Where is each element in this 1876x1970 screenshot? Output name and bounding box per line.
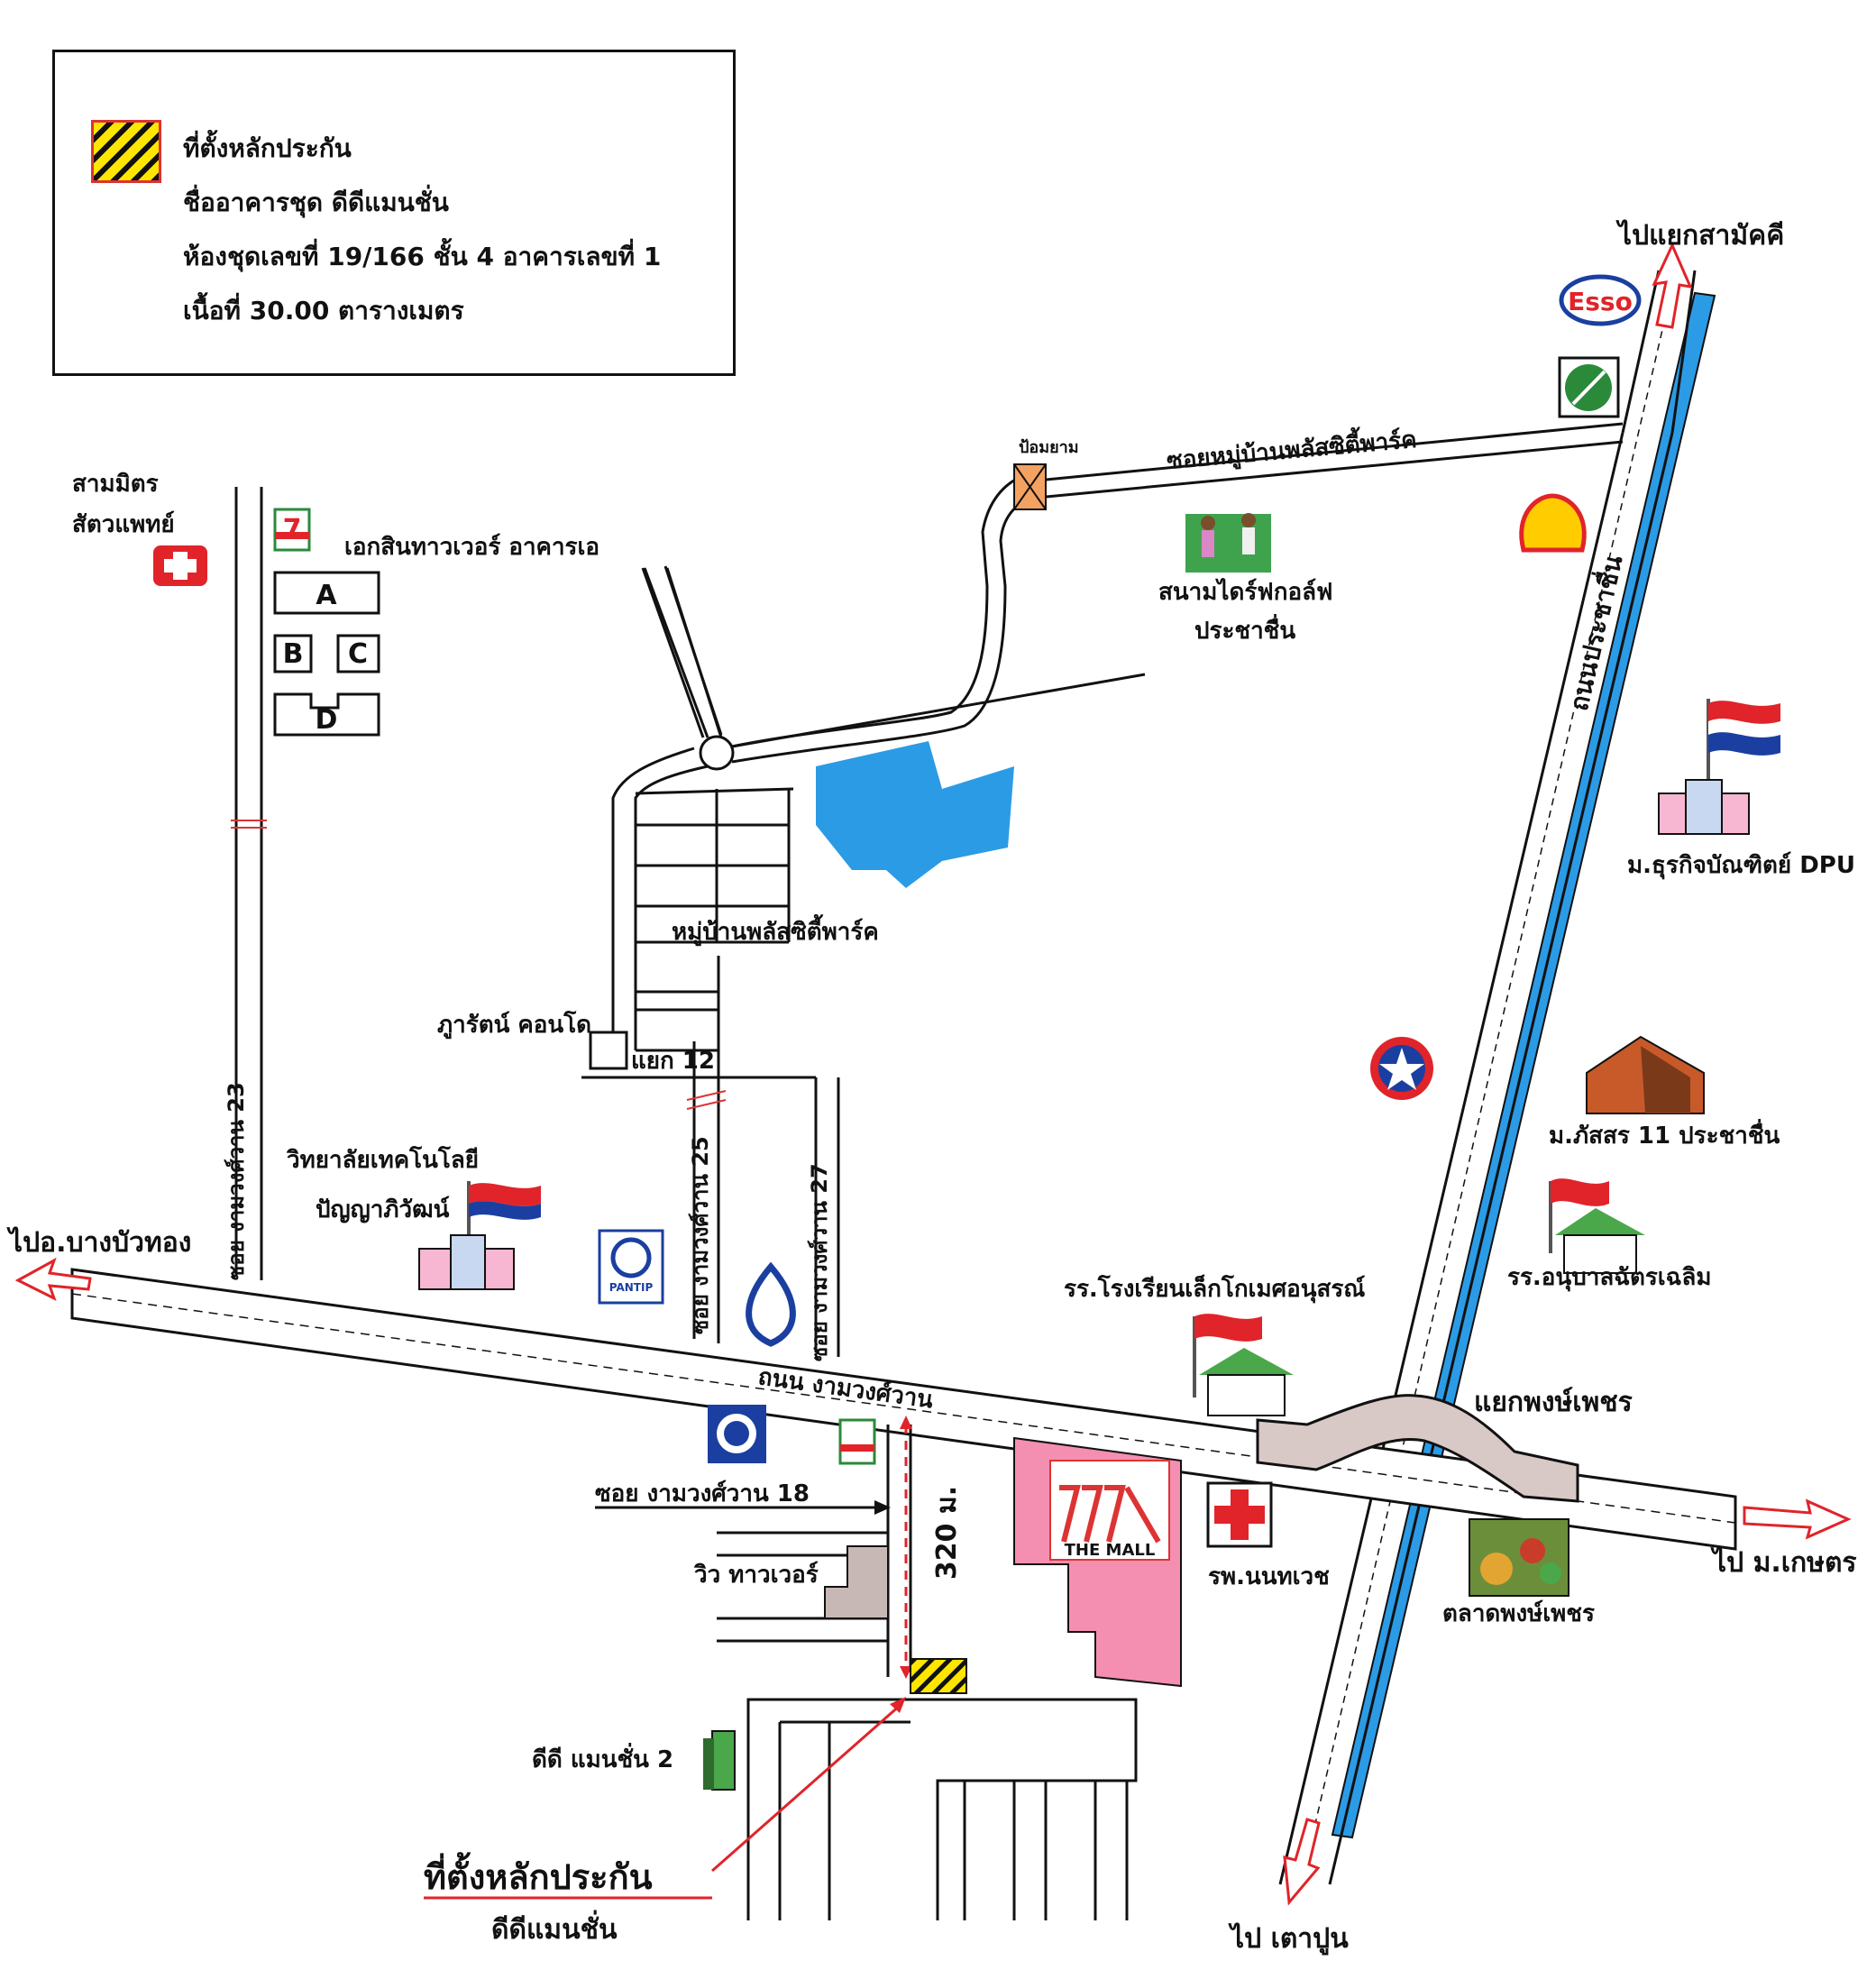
caltex-star-icon [1370,1037,1433,1100]
village-house-icon [1586,1035,1705,1114]
golf-icon [1185,513,1271,573]
soi-25-label: ซอย งามวงศ์วาน 25 [688,1136,713,1334]
hospital-label: รพ.นนทเวช [1208,1563,1330,1590]
village-label: หมู่บ้านพลัสซิตี้พาร์ค [672,913,879,947]
dpu-label: ม.ธุรกิจบัณฑิตย์ DPU [1627,851,1855,880]
soi-18-label: ซอย งามวงศ์วาน 18 [595,1480,810,1507]
shell-logo-icon [1519,493,1587,553]
soi-27 [814,1077,840,1357]
school-label: รร.โรงเรียนเล็กโกเมศอนุสรณ์ [1064,1274,1365,1304]
legend-unit: ห้องชุดเลขที่ 19/166 ชั้น 4 อาคารเลขที่ … [183,242,662,271]
seven-eleven-south-icon [838,1418,876,1465]
collateral-pointer [711,1702,902,1873]
police-booth-icon [1013,463,1047,510]
building-c-label: C [348,638,368,670]
hospital-cross-icon [1206,1481,1273,1548]
direction-arrows [14,242,1852,1906]
kindergarten-icon [1549,1178,1645,1274]
bangkok-bank-icon [746,1261,796,1347]
to-kaset-label: ไป ม.เกษตร [1710,1546,1857,1579]
college-label: วิทยาลัยเทคโนโลยี [287,1145,479,1174]
view-tower-label: วิว ทาวเวอร์ [694,1561,819,1589]
ngamwongwan-road [70,1268,1737,1551]
golf-label-2: ประชาชื่น [1194,613,1295,645]
to-bangbuathong-label: ไปอ.บางบัวทอง [6,1226,191,1259]
pantip-label: PANTIP [609,1281,654,1294]
the-mall-stripes [1059,1485,1161,1544]
building-b-label: B [283,638,304,670]
pharat-condo-label: ภูารัตน์ คอนโด [437,1010,591,1040]
prachachuen-road [1278,270,1697,1885]
soi-25 [686,956,727,1343]
pharat-condo-building [589,1031,628,1070]
seven-eleven-digit: 7 [283,514,302,545]
eksin-tower-buildings [273,571,380,737]
distance-label: 320 ม. [931,1486,963,1580]
building-d-label: D [316,704,338,736]
police-booth-label: ป้อมยาม [1019,438,1079,457]
phatsorn-village-label: ม.ภัสสร 11 ประชาชื่น [1549,1118,1780,1150]
view-tower-building [824,1545,889,1619]
esso-label: Esso [1568,287,1633,316]
sammit-vet-label: สามมิตร [72,471,159,498]
pongphet-flyover [1256,1394,1579,1503]
kindergarten-label: รร.อนุบาลฉัตรเฉลิม [1507,1264,1711,1292]
soi-27-label: ซอย งามวงศ์วาน 27 [807,1163,832,1361]
golf-label: สนามไดร์ฟกอล์ฟ [1158,577,1332,606]
the-mall-label: THE MALL [1065,1541,1156,1560]
dd-mansion-label: ดีดีแมนชั่น [491,1910,618,1946]
legend-building: ชื่ออาคารชุด ดีดีแมนชั่น [183,188,449,217]
pantip-logo-icon: PANTIP [598,1229,664,1305]
soi-18-arrow [874,1500,891,1515]
collateral-pointer-head [890,1697,906,1713]
red-cross-vet-icon [153,545,207,586]
yaek-12-label: แยก 12 [631,1048,715,1075]
soi-23-label: ซอย งามวงศ์วาน 23 [224,1082,249,1280]
to-samakkhi-label: ไปแยกสามัคคี [1615,219,1784,252]
to-taopoon-label: ไป เตาปูน [1228,1922,1349,1956]
kbank-logo-icon [708,1405,766,1463]
college-flag-icon [418,1181,541,1290]
legend-title: ที่ตั้งหลักประกัน [183,133,352,163]
eksin-tower-label: เอกสินทาวเวอร์ อาคารเอ [344,533,599,561]
pongphet-junction-label: แยกพงษ์เพชร [1474,1387,1633,1418]
lower-streets [717,1425,1138,1920]
village-roads [581,476,1146,1079]
bp-logo-icon [1558,356,1620,418]
dpu-building-icon [1658,699,1780,835]
collateral-swatch-icon [91,120,161,183]
seven-eleven-icon: 7 [273,508,311,552]
school-icon [1193,1314,1294,1416]
collateral-label: ที่ตั้งหลักประกัน [424,1852,653,1897]
legend-box: ที่ตั้งหลักประกัน ชื่ออาคารชุด ดีดีแมนชั… [52,50,736,376]
soi-village-label: ซอยหมู่บ้านพลัสซิตี้พาร์ค [1165,421,1417,476]
lake [816,741,1014,888]
sammit-vet-label-2: สัตวแพทย์ [72,510,175,538]
collateral-marker [910,1658,967,1694]
esso-logo-icon: Esso [1559,274,1642,326]
college-label-2: ปัญญาภิวัฒน์ [316,1196,450,1223]
market-label: ตลาดพงษ์เพชร [1442,1599,1595,1627]
soi-village-road [1036,422,1624,499]
legend-area: เนื้อที่ 30.00 ตารางเมตร [183,296,464,325]
north-path [641,565,723,738]
dd-mansion-2-building-icon [703,1730,736,1791]
distance-marker [900,1416,912,1679]
soi-23 [231,487,267,1280]
market-vegetables-icon [1469,1518,1569,1597]
dd-mansion-2-label: ดีดี แมนชั่น 2 [532,1742,673,1773]
building-a-label: A [316,580,337,611]
